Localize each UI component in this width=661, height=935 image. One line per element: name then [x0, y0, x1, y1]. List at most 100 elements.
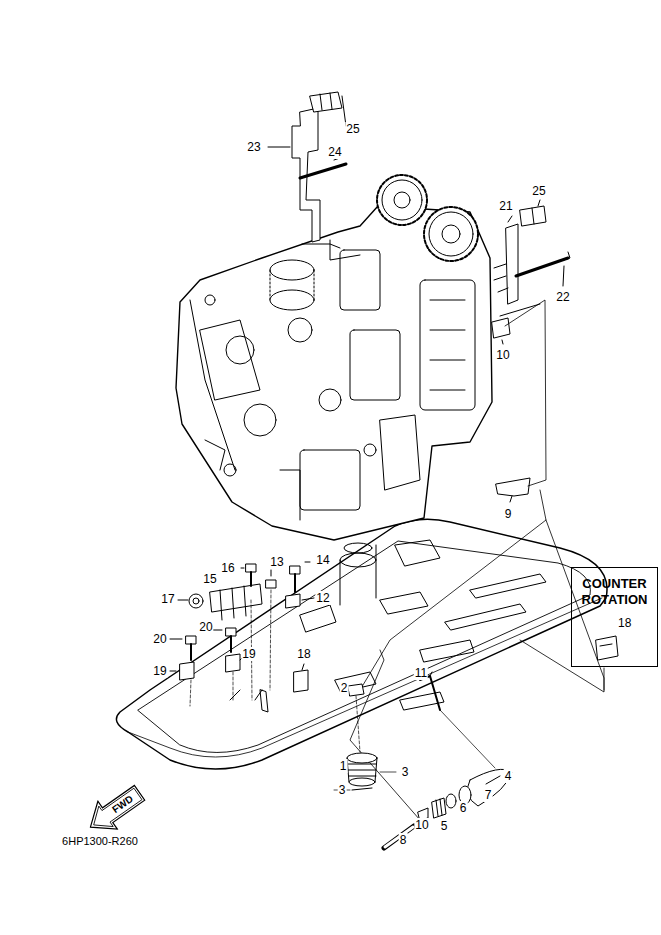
fastener-group-stroke — [178, 600, 188, 601]
fastener-group-stroke — [271, 570, 272, 576]
engine-block-stroke — [205, 295, 215, 305]
note-box: COUNTER ROTATION 18 — [571, 567, 658, 667]
callout-number: 19 — [152, 664, 167, 678]
bottom-cowling-stroke — [380, 592, 428, 614]
engine-block-stroke — [190, 300, 235, 470]
fastener-group-stroke — [302, 664, 304, 670]
callout-number: 7 — [484, 788, 493, 802]
pickup-parts-stroke — [348, 764, 376, 776]
pickup-parts-stroke — [486, 776, 500, 784]
pickup-parts-stroke — [349, 778, 375, 786]
engine-block-stroke — [424, 207, 478, 261]
hose-line — [350, 300, 604, 820]
callout-number: 18 — [296, 647, 311, 661]
engine-block-stroke — [244, 404, 276, 436]
engine-block-stroke — [429, 212, 473, 256]
engine-block-stroke — [205, 440, 225, 470]
fastener-group-stroke — [290, 566, 300, 574]
callout-number: 10 — [495, 348, 510, 362]
callout-number: 2 — [340, 681, 349, 695]
wire-bracket-stroke — [508, 216, 512, 222]
counter-rotation-part-stroke — [596, 636, 618, 660]
engine-block-stroke — [226, 336, 254, 364]
forward-arrow: FWD — [79, 777, 150, 842]
counter-rotation-part-stroke — [600, 644, 612, 646]
wire-bracket-stroke — [532, 208, 534, 224]
callout-number: 1 — [339, 759, 348, 773]
wire-bracket-stroke — [510, 496, 512, 502]
callout-number: 23 — [246, 140, 261, 154]
wire-bracket-stroke — [516, 258, 568, 276]
bottom-cowling-stroke — [260, 690, 268, 712]
arrow-outline — [87, 784, 146, 835]
callout-number: 22 — [555, 290, 570, 304]
bottom-cowling-stroke — [344, 543, 372, 553]
counter-rotation-part-stroke — [520, 640, 604, 692]
wire-bracket-stroke — [302, 244, 340, 248]
engine-block-stroke — [330, 240, 360, 260]
bottom-cowling-stroke — [230, 690, 262, 700]
engine-block-stroke — [224, 464, 236, 476]
wire-bracket-stroke — [502, 340, 503, 344]
bottom-cowling-stroke — [138, 541, 590, 753]
callout-number: 3 — [401, 765, 410, 779]
callout-number: 25 — [531, 184, 546, 198]
fastener-group-stroke — [226, 654, 240, 672]
box-heading: COUNTER ROTATION — [572, 568, 657, 609]
fastener-group-stroke — [190, 644, 192, 660]
fastener-group-stroke — [170, 671, 176, 672]
pickup-parts-stroke — [436, 799, 442, 816]
wire-bracket-stroke — [492, 318, 510, 338]
engine-block-stroke — [442, 225, 460, 243]
fastener-group-stroke — [294, 574, 296, 592]
callout-number: 3 — [338, 783, 347, 797]
callout-number: 18 — [617, 616, 632, 630]
fastener-group-stroke — [210, 584, 262, 612]
callout-number: 5 — [440, 819, 449, 833]
pickup-parts-stroke — [467, 769, 512, 806]
bottom-cowling-stroke — [340, 545, 376, 605]
pickup-parts-stroke — [347, 753, 377, 763]
pickup-parts-stroke — [356, 696, 360, 752]
fastener-group-stroke — [302, 598, 314, 600]
pickup-parts-stroke — [440, 710, 495, 768]
engine-block-stroke — [350, 330, 400, 400]
engine-block-stroke — [176, 206, 492, 540]
engine-block — [176, 175, 492, 540]
wire-bracket-stroke — [564, 252, 570, 260]
engine-block-stroke — [319, 389, 341, 411]
counter-rotation-part — [520, 636, 618, 692]
hose-line-stroke — [360, 490, 546, 690]
callout-number: 14 — [315, 553, 330, 567]
fastener-group-stroke — [286, 594, 300, 608]
fastener-group-stroke — [266, 580, 276, 588]
bottom-cowling-stroke — [420, 640, 474, 662]
engine-block-stroke — [377, 175, 427, 225]
bottom-cowling-stroke — [300, 605, 336, 632]
wire-bracket-stroke — [320, 93, 332, 110]
engine-block-stroke — [380, 415, 420, 490]
fastener-group-stroke — [193, 598, 199, 604]
wire-bracket-stroke — [310, 92, 342, 112]
wire-bracket-stroke — [496, 478, 530, 496]
pickup-parts — [334, 672, 512, 848]
wire-bracket-stroke — [563, 266, 564, 286]
pickup-parts-stroke — [384, 826, 414, 848]
fastener-group-stroke — [190, 590, 271, 706]
engine-block-stroke — [270, 260, 314, 280]
pickup-parts-stroke — [385, 827, 413, 847]
callout-number: 6 — [459, 801, 468, 815]
bottom-cowling-stroke — [395, 540, 440, 566]
engine-block-stroke — [288, 318, 312, 342]
fastener-group-stroke — [246, 564, 256, 572]
callout-number: 15 — [202, 572, 217, 586]
callout-number: 10 — [414, 818, 429, 832]
bottom-cowling-stroke — [445, 604, 526, 630]
engine-block-stroke — [200, 320, 260, 400]
engine-block-stroke — [394, 192, 410, 208]
callout-number: 11 — [414, 666, 428, 680]
wire-bracket-stroke — [520, 206, 546, 226]
fastener-group-stroke — [241, 568, 244, 569]
engine-block-stroke — [270, 290, 314, 310]
callout-number: 21 — [498, 199, 513, 213]
